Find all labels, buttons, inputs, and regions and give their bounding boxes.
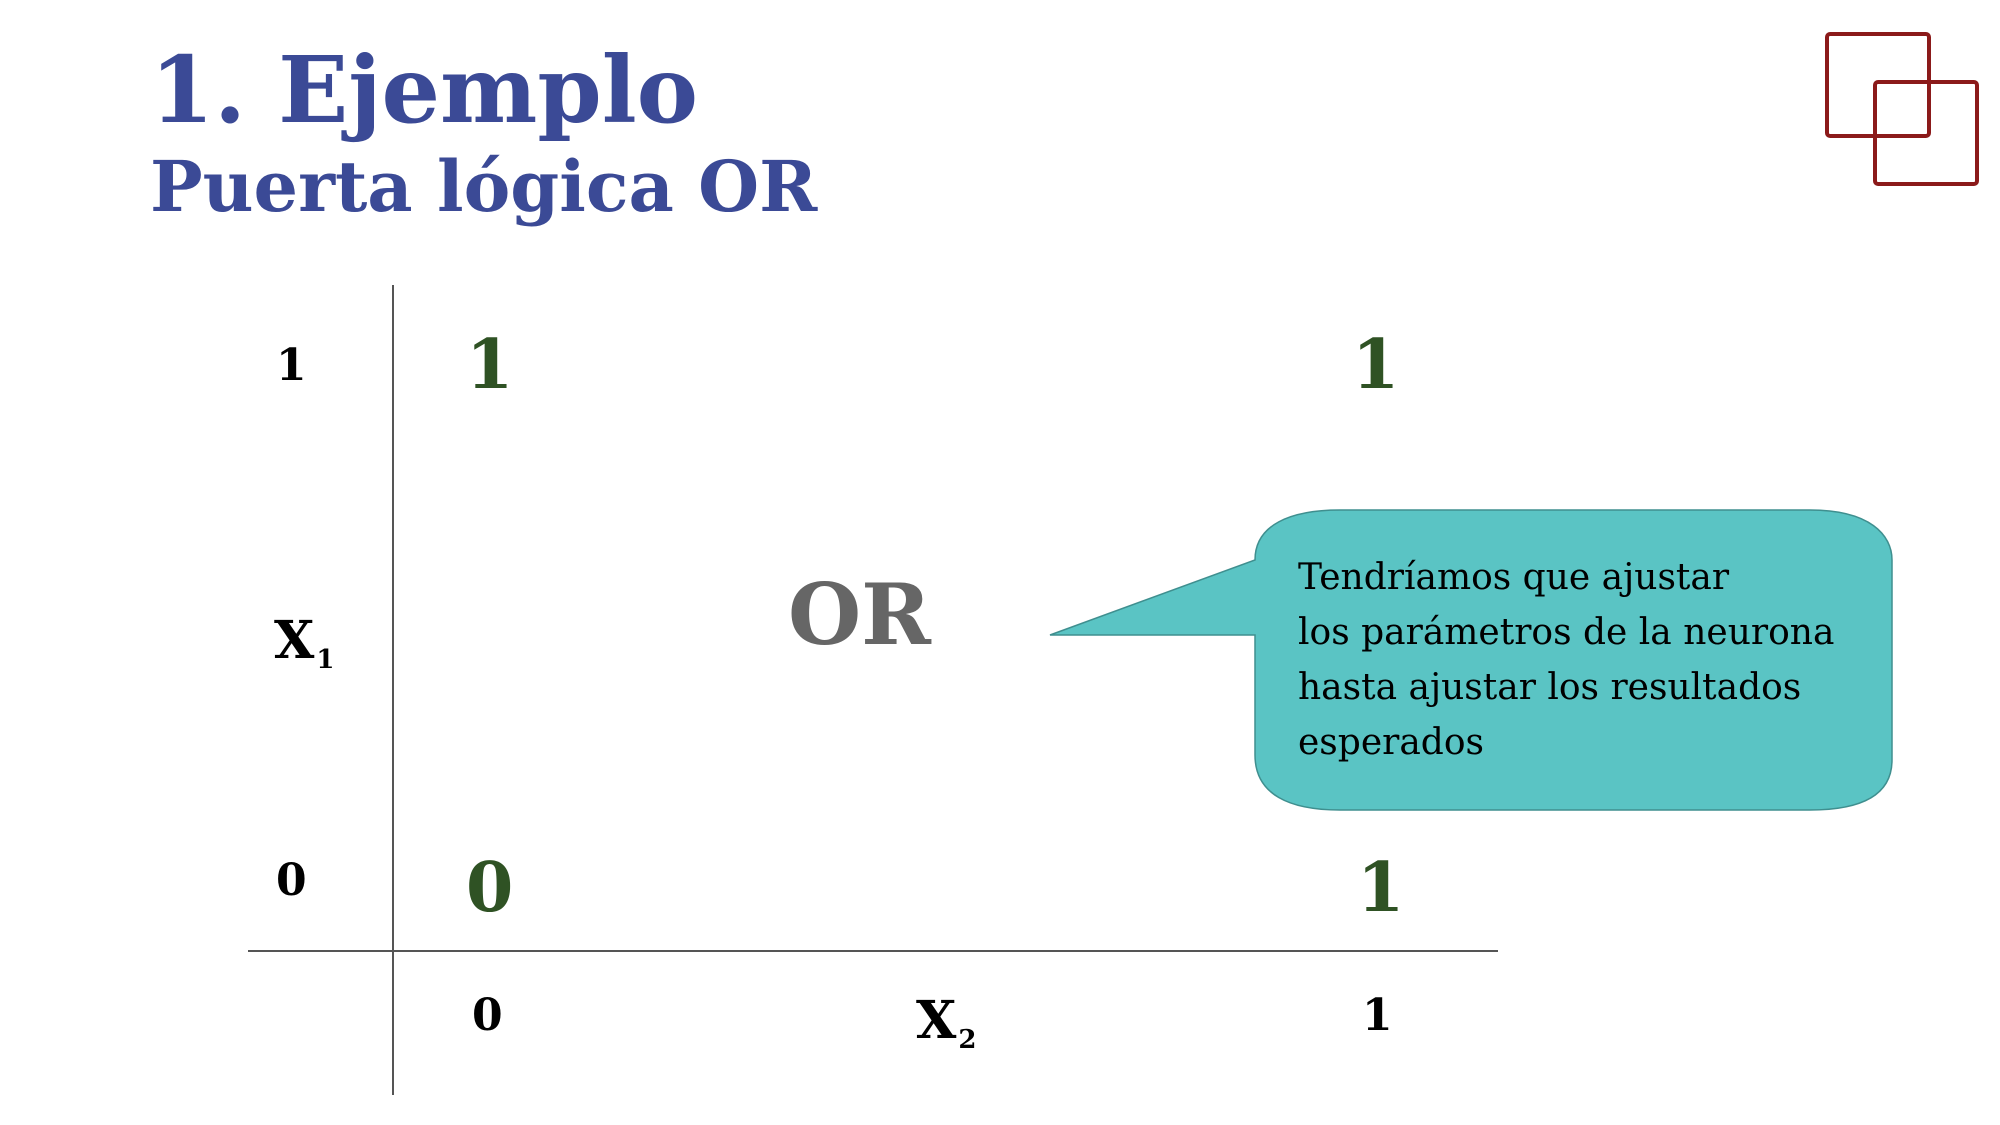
- gate-label: OR: [788, 565, 931, 664]
- output-bottom-left: 0: [466, 848, 514, 928]
- overlapping-squares-logo-icon: [1825, 32, 1979, 186]
- x1-tick-1: 1: [276, 340, 307, 391]
- slide-subtitle: Puerta lógica OR: [150, 145, 818, 228]
- output-top-right: 1: [1352, 325, 1400, 405]
- callout-text: Tendríamos que ajustar los parámetros de…: [1298, 550, 1878, 770]
- x1-axis-line: [392, 285, 394, 1095]
- x2-axis-line: [248, 950, 1498, 952]
- speech-bubble: [1049, 509, 1893, 811]
- slide-title: 1. Ejemplo: [150, 36, 699, 144]
- callout-line: los parámetros de la neurona: [1298, 612, 1835, 653]
- callout-line: hasta ajustar los resultados: [1298, 667, 1802, 708]
- callout-line: esperados: [1298, 722, 1484, 763]
- callout-line: Tendríamos que ajustar: [1298, 557, 1730, 598]
- x2-tick-0: 0: [472, 990, 503, 1041]
- output-bottom-right: 1: [1357, 848, 1405, 928]
- x1-tick-0: 0: [276, 855, 307, 906]
- x1-axis-label: X1: [274, 610, 335, 675]
- x2-axis-label: X2: [916, 990, 977, 1055]
- x2-tick-1: 1: [1362, 990, 1393, 1041]
- output-top-left: 1: [466, 325, 514, 405]
